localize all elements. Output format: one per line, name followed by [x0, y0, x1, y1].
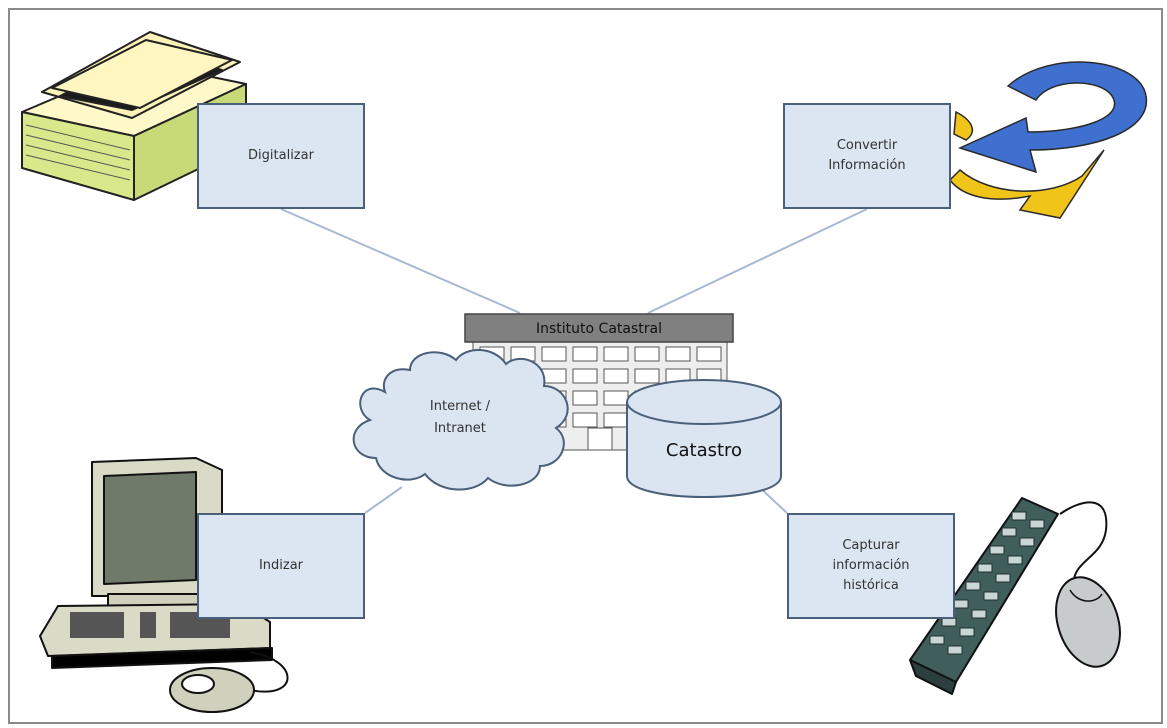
- building-title: Instituto Catastral: [536, 321, 662, 337]
- connector-digitalizar: [280, 208, 521, 314]
- scanner-icon: [21, 31, 247, 201]
- computer-icon: [39, 457, 289, 713]
- indizar-box: Indizar: [197, 513, 365, 619]
- cloud-label: Internet / Intranet: [429, 399, 491, 436]
- connector-convertir: [647, 208, 868, 314]
- connector-indizar: [364, 486, 403, 514]
- connectors: [280, 208, 868, 514]
- capturar-informacion-box: Capturar información histórica: [787, 513, 955, 619]
- database-label: Catastro: [665, 440, 743, 461]
- cloud-icon: [352, 348, 569, 491]
- cycle-arrows-icon: [949, 61, 1148, 219]
- digitalizar-box: Digitalizar: [197, 103, 365, 209]
- database-icon: [626, 379, 782, 498]
- convertir-informacion-box: Convertir Información: [783, 103, 951, 209]
